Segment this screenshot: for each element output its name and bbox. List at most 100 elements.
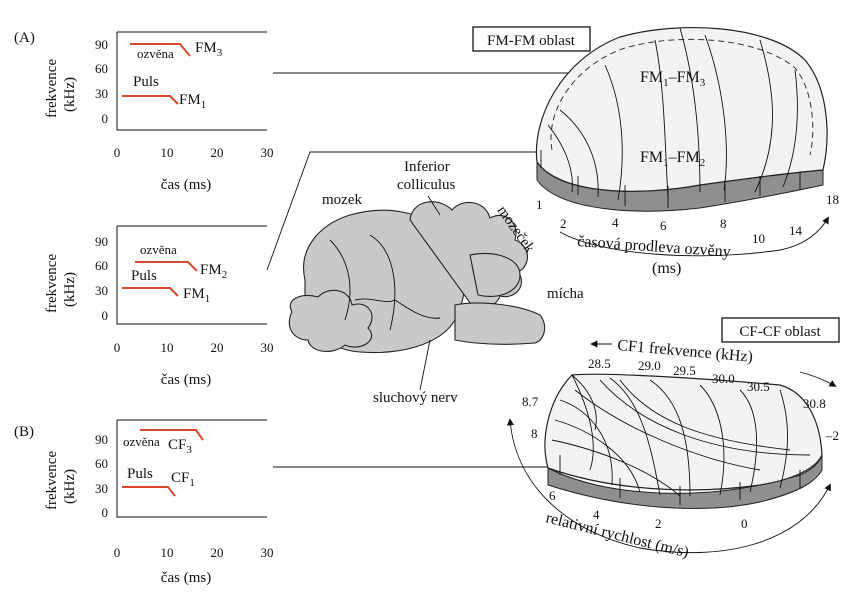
freq-tick: 30.0 <box>712 371 735 386</box>
echo-signal <box>140 429 204 441</box>
ylabel: frekvence <box>44 451 60 510</box>
ytick: 0 <box>102 505 109 520</box>
cf-region-title-box <box>721 317 840 343</box>
xtick: 30 <box>261 545 274 560</box>
xtick: 0 <box>114 340 121 355</box>
connector-line <box>266 151 566 271</box>
delay-tick: 14 <box>789 223 803 238</box>
pulse-label: Puls <box>127 466 153 482</box>
ytick: 30 <box>95 86 108 101</box>
plot-fm2: 90 60 30 0 0 10 20 30 ozvěna FM2 Puls FM… <box>44 225 274 388</box>
colliculus-pointer <box>427 195 441 216</box>
panel-a-label: (A) <box>14 30 35 46</box>
freq-arrow-right <box>799 371 837 387</box>
velocity-tick: 4 <box>593 507 600 522</box>
xtick: 20 <box>211 340 224 355</box>
ytick: 90 <box>95 432 108 447</box>
xtick: 0 <box>114 145 121 160</box>
auditory-nerve-pointer <box>419 339 431 391</box>
delay-tick: 1 <box>536 197 543 212</box>
velocity-tick: 2 <box>655 516 662 531</box>
ytick: 30 <box>95 283 108 298</box>
echo-sig: FM2 <box>200 262 227 281</box>
panel-b-label: (B) <box>14 424 34 440</box>
xlabel: čas (ms) <box>161 177 211 193</box>
xtick: 30 <box>261 145 274 160</box>
pulse-sig: CF1 <box>171 470 195 489</box>
xlabel: čas (ms) <box>161 570 211 586</box>
echo-label: ozvěna <box>123 434 160 449</box>
pulse-signal <box>122 287 179 297</box>
bat-brain-illustration <box>288 195 546 391</box>
plot-cf: 90 60 30 0 0 10 20 30 ozvěna CF3 Puls CF… <box>44 419 274 586</box>
echo-label: ozvěna <box>137 46 174 61</box>
freq-tick: 29.0 <box>638 358 661 373</box>
label-micha: mícha <box>547 286 584 302</box>
xlabel: čas (ms) <box>161 372 211 388</box>
delay-tick: 10 <box>752 231 765 246</box>
pulse-signal <box>122 95 179 105</box>
xtick: 20 <box>211 545 224 560</box>
ylabel: frekvence <box>44 59 60 118</box>
xtick: 0 <box>114 545 121 560</box>
delay-tick: 4 <box>612 215 619 230</box>
label-inferior: Inferior <box>404 159 450 175</box>
fm1-fm2-label: FM1–FM2 <box>640 149 705 169</box>
echo-label: ozvěna <box>140 242 177 257</box>
ytick: 90 <box>95 234 108 249</box>
ytick: 60 <box>95 456 108 471</box>
fm-fm-region-map <box>535 27 828 212</box>
velocity-tick: 8 <box>531 426 538 441</box>
delay-axis-unit: (ms) <box>652 260 681 277</box>
ylabel-unit: (kHz) <box>62 77 78 112</box>
velocity-tick: 8.7 <box>522 394 539 409</box>
cf-cf-region-map <box>544 373 823 509</box>
ytick: 0 <box>102 308 109 323</box>
label-nerv: sluchový nerv <box>373 390 458 406</box>
xtick: 10 <box>161 340 174 355</box>
freq-tick: 30.8 <box>803 396 826 411</box>
delay-arrow <box>559 216 829 257</box>
label-colliculus: colliculus <box>397 177 455 193</box>
freq-tick: 29.5 <box>673 363 696 378</box>
freq-tick: 28.5 <box>588 356 611 371</box>
xtick: 20 <box>211 145 224 160</box>
delay-axis-label: časová prodleva ozvěny <box>577 233 732 261</box>
ylabel: frekvence <box>44 254 60 313</box>
ytick: 60 <box>95 258 108 273</box>
delay-tick: 8 <box>720 216 727 231</box>
xtick: 30 <box>261 340 274 355</box>
velocity-tick: 6 <box>549 488 556 503</box>
xtick: 10 <box>161 545 174 560</box>
ytick: 30 <box>95 481 108 496</box>
xtick: 10 <box>161 145 174 160</box>
cf-region-title: CF-CF oblast <box>739 324 821 340</box>
ylabel-unit: (kHz) <box>62 272 78 307</box>
pulse-label: Puls <box>131 268 157 284</box>
ytick: 90 <box>95 37 108 52</box>
ytick: 60 <box>95 61 108 76</box>
velocity-tick: 0 <box>741 516 748 531</box>
pulse-sig: FM1 <box>183 286 210 305</box>
echo-sig: FM3 <box>195 40 223 59</box>
fm-region-title: FM-FM oblast <box>487 33 576 49</box>
echo-signal <box>130 43 191 57</box>
pulse-signal <box>122 486 176 497</box>
delay-tick: 18 <box>826 192 839 207</box>
pulse-sig: FM1 <box>179 92 206 111</box>
velocity-arrow <box>506 418 831 553</box>
fm1-fm3-label: FM1–FM3 <box>640 69 706 89</box>
velocity-tick: –2 <box>825 428 839 443</box>
echo-sig: CF3 <box>168 437 192 456</box>
freq-tick: 30.5 <box>747 379 770 394</box>
pulse-label: Puls <box>133 74 159 90</box>
plot-fm3: 90 60 30 0 0 10 20 30 ozvěna FM3 Puls FM… <box>44 31 274 193</box>
ytick: 0 <box>102 111 109 126</box>
delay-tick: 2 <box>560 216 567 231</box>
echo-signal <box>135 261 198 272</box>
velocity-axis-label: relativní rychlost (m/s) <box>544 509 690 561</box>
delay-tick: 6 <box>660 218 667 233</box>
label-mozek: mozek <box>322 192 362 208</box>
fm-region-title-box <box>472 26 591 52</box>
